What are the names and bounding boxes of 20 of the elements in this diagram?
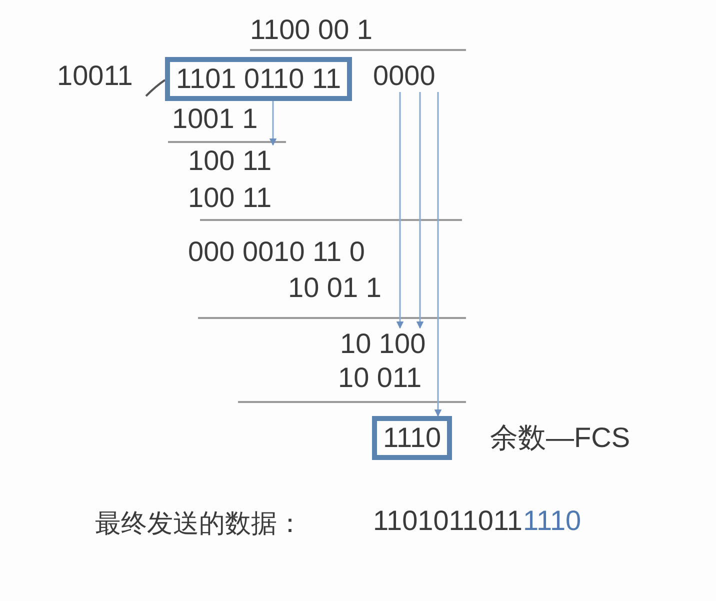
dividend-box: 1101 0110 11: [165, 57, 352, 101]
quotient: 1100 00 1: [250, 14, 372, 46]
sent-data-bits: 1101011011: [373, 505, 522, 537]
subtrahend: 100 11: [188, 182, 272, 214]
bring-down-arrow: [269, 101, 277, 146]
remainder-box: 1110: [372, 416, 452, 460]
partial-remainder: 10 100: [340, 328, 426, 360]
fcs-bits: 1110: [523, 505, 582, 537]
remainder-note: 余数—FCS: [490, 422, 630, 454]
partial-remainder: 100 11: [188, 145, 272, 177]
bring-down-arrow: [434, 92, 442, 417]
bring-down-arrow: [396, 92, 404, 329]
partial-remainder: 000 0010 11 0: [188, 236, 365, 268]
subtrahend: 10 011: [338, 362, 422, 394]
subtrahend: 10 01 1: [288, 272, 382, 304]
bring-down-arrow: [416, 92, 424, 329]
divisor: 10011: [57, 60, 133, 92]
caption-text: 最终发送的数据：: [95, 507, 303, 539]
appended-zeros: 0000: [373, 60, 436, 92]
subtrahend: 1001 1: [172, 103, 258, 135]
